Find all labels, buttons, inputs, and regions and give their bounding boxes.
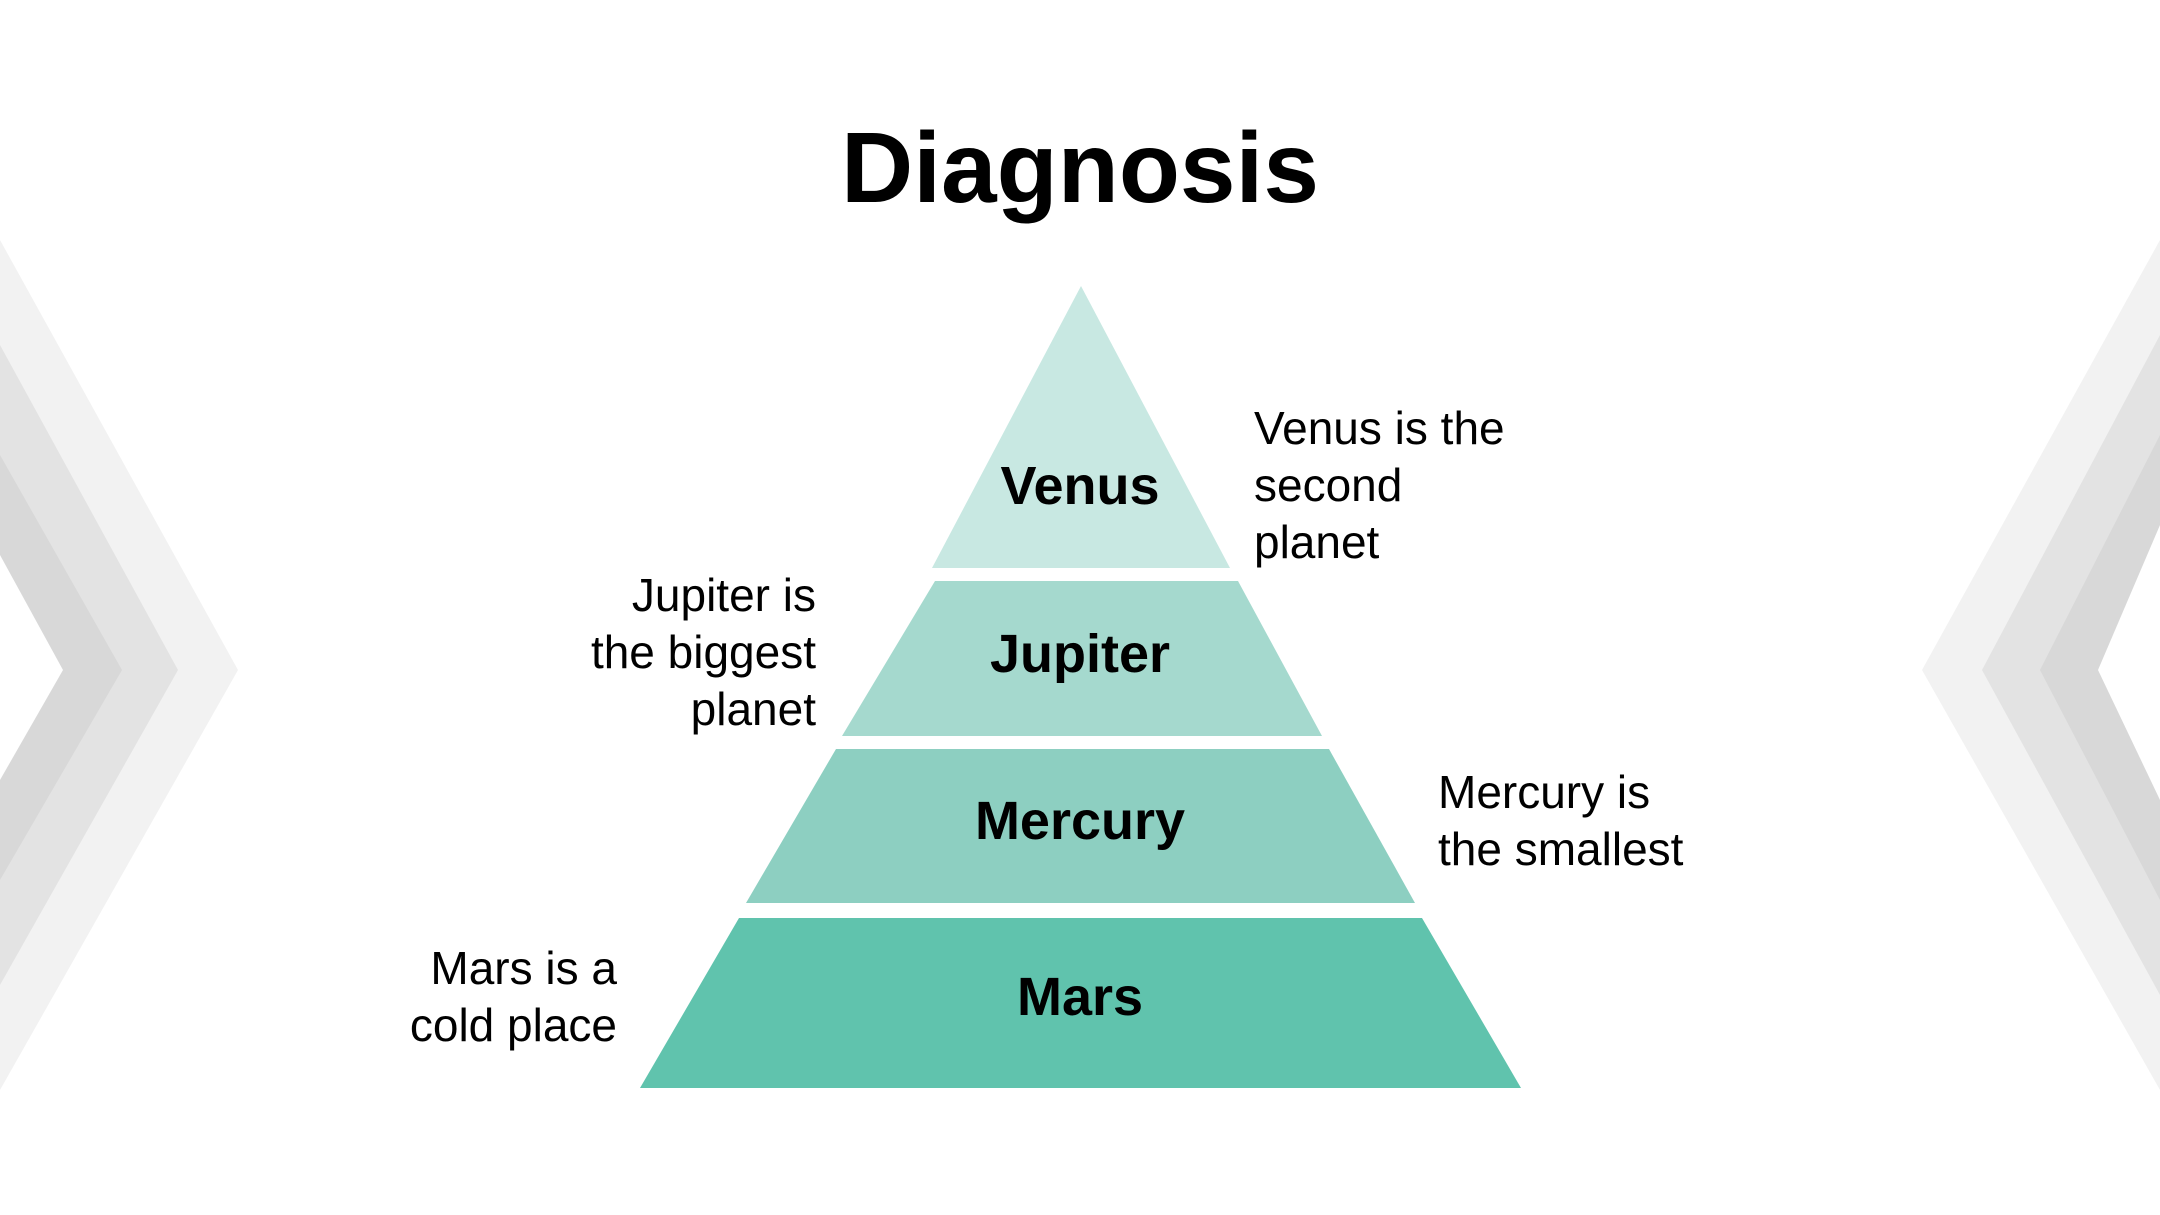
pyramid-tier-jupiter bbox=[842, 581, 1322, 736]
note-mercury-line-1: Mercury is bbox=[1438, 766, 1651, 818]
note-mars: Mars is a cold place bbox=[410, 940, 617, 1054]
pyramid-tier-mercury bbox=[746, 749, 1415, 903]
page-title: Diagnosis bbox=[841, 112, 1319, 224]
left-chevron-decoration bbox=[0, 240, 238, 1090]
note-mercury: Mercury is the smallest bbox=[1438, 764, 1683, 878]
tier-label-jupiter: Jupiter bbox=[989, 624, 1171, 684]
left-chevron-cutout bbox=[0, 555, 63, 780]
tier-label-mars: Mars bbox=[1016, 967, 1144, 1027]
note-venus-line-2: second bbox=[1254, 459, 1403, 511]
note-mercury-line-2: the smallest bbox=[1438, 823, 1684, 875]
note-mars-line-2: cold place bbox=[409, 999, 617, 1051]
note-jupiter-line-3: planet bbox=[690, 683, 816, 735]
right-chevron-cutout bbox=[2098, 525, 2160, 800]
note-jupiter: Jupiter is the biggest planet bbox=[591, 567, 816, 738]
note-venus: Venus is the second planet bbox=[1254, 400, 1505, 571]
note-venus-line-1: Venus is the bbox=[1254, 402, 1505, 454]
note-jupiter-line-1: Jupiter is bbox=[631, 569, 816, 621]
pyramid-tier-mars bbox=[640, 918, 1521, 1088]
note-mars-line-1: Mars is a bbox=[430, 942, 617, 994]
pyramid-tier-venus bbox=[932, 286, 1230, 568]
tier-label-mercury: Mercury bbox=[974, 791, 1186, 851]
tier-label-venus: Venus bbox=[1000, 456, 1160, 516]
note-jupiter-line-2: the biggest bbox=[590, 626, 816, 678]
note-venus-line-3: planet bbox=[1254, 516, 1380, 568]
